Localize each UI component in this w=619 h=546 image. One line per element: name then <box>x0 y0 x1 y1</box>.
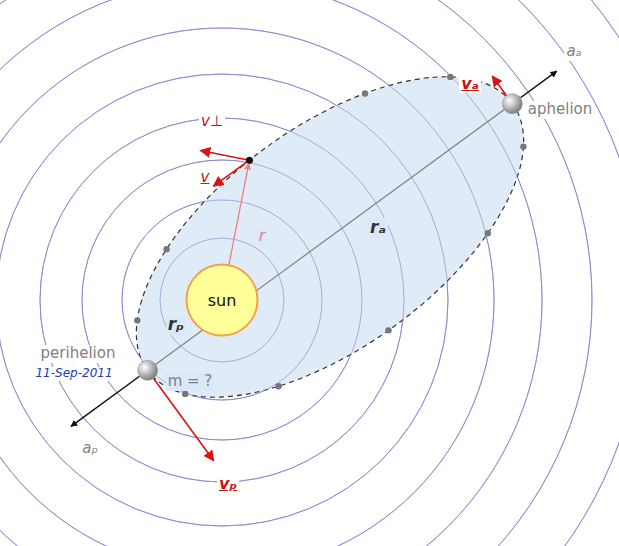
orbit-point-name: perihelion <box>39 345 118 362</box>
orbit-dot <box>485 230 491 236</box>
field-circle <box>0 74 448 526</box>
planet-sphere <box>138 360 158 380</box>
acceleration-label: aₐ <box>564 43 583 60</box>
field-circle <box>122 200 322 400</box>
mass-label: m = ? <box>166 373 215 390</box>
velocity-label: vₐ <box>459 75 481 93</box>
distance-label: rₚ <box>166 315 187 335</box>
acceleration-arrow <box>71 376 140 426</box>
orbit-dot <box>362 90 368 96</box>
body-point <box>246 157 253 164</box>
node-label: sun <box>208 291 237 310</box>
sun-circle: sun <box>185 263 259 337</box>
field-circle <box>160 238 284 362</box>
orbit-dot <box>447 74 453 80</box>
acceleration-label: aₚ <box>80 440 100 457</box>
planet-sphere <box>502 94 522 114</box>
velocity-label: v <box>199 169 212 186</box>
orbit-dot <box>182 391 188 397</box>
sun-disc <box>187 265 258 336</box>
velocity-perp-arrow <box>200 151 249 161</box>
field-circle <box>82 160 362 440</box>
orbit-dot <box>163 246 169 252</box>
major-axis <box>148 104 513 371</box>
velocity-arrow <box>213 160 249 186</box>
acceleration-arrow <box>520 71 556 98</box>
orbit-dot <box>134 317 140 323</box>
field-circle <box>0 28 494 546</box>
orbit-dot <box>275 383 281 389</box>
orbit-dot <box>385 327 391 333</box>
field-circle <box>0 0 592 546</box>
orbit-point-name: aphelion <box>526 101 594 118</box>
date-note: 11-Sep-2011 <box>33 367 114 381</box>
velocity-arrow <box>492 76 507 97</box>
radius-label: r <box>257 227 268 245</box>
velocity-label: v⊥ <box>199 113 225 130</box>
orbit-ellipse <box>83 15 578 459</box>
field-circle <box>0 0 542 546</box>
velocity-label: vₚ <box>217 475 239 493</box>
orbit-dot <box>520 143 526 149</box>
distance-label: rₐ <box>368 218 388 238</box>
field-circle <box>0 0 592 546</box>
field-circle <box>40 118 404 482</box>
